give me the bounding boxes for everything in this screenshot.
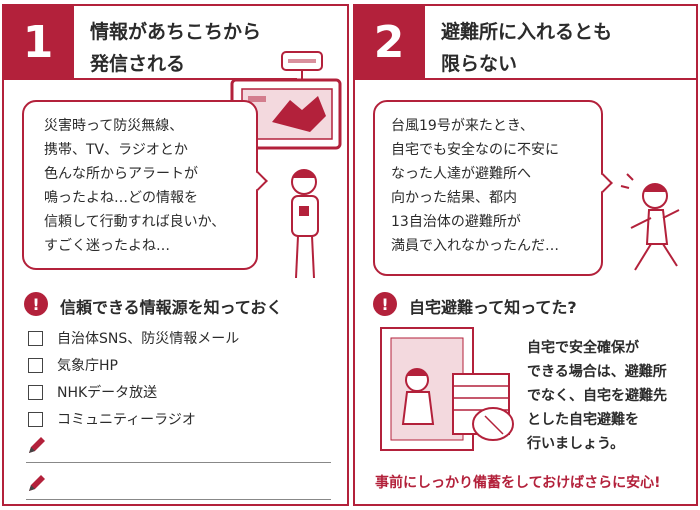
pencil-icon xyxy=(29,437,45,453)
title-line: 限らない xyxy=(441,53,518,75)
panel-title: 避難所に入れるとも 限らない xyxy=(441,16,671,80)
panel-title: 情報があちこちから 発信される xyxy=(90,16,320,80)
checklist-item[interactable]: 気象庁HP xyxy=(28,355,118,375)
checklist-label: 自治体SNS、防災情報メール xyxy=(57,331,240,347)
description-line: でなく、自宅を避難先 xyxy=(527,388,667,404)
home-shelter-illustration xyxy=(380,327,514,451)
bubble-line: 災害時って防災無線、 xyxy=(44,118,184,134)
bubble-line: 台風19号が来たとき、 xyxy=(391,118,534,134)
write-in-line[interactable] xyxy=(26,499,331,500)
bubble-tail xyxy=(593,173,613,193)
bubble-tail xyxy=(248,171,268,191)
checklist-label: コミュニティーラジオ xyxy=(57,412,196,428)
bubble-line: 自宅でも安全なのに不安に xyxy=(391,142,559,158)
write-in-line[interactable] xyxy=(26,462,331,463)
panel-number: 2 xyxy=(353,4,425,80)
bubble-line: 色んな所からアラートが xyxy=(44,166,198,182)
section-heading: 信頼できる情報源を知っておく xyxy=(60,298,283,317)
bubble-line: 携帯、TV、ラジオとか xyxy=(44,142,188,158)
person-illustration xyxy=(291,169,319,279)
checklist-label: NHKデータ放送 xyxy=(57,385,158,401)
panel-number: 1 xyxy=(2,4,74,80)
bubble-line: 鳴ったよね…どの情報を xyxy=(44,190,198,206)
title-line: 避難所に入れるとも xyxy=(441,21,613,43)
speech-bubble: 災害時って防災無線、 携帯、TV、ラジオとか 色んな所からアラートが 鳴ったよね… xyxy=(22,100,268,270)
checkbox[interactable] xyxy=(28,384,43,400)
description-line: できる場合は、避難所 xyxy=(527,364,667,380)
bubble-line: 13自治体の避難所が xyxy=(391,214,521,230)
tv-illustration xyxy=(230,51,342,150)
checklist-item[interactable]: コミュニティーラジオ xyxy=(28,409,196,429)
panel-2: 2 避難所に入れるとも 限らない 台風19号が来たとき、 自宅でも安全なのに不安… xyxy=(353,4,698,506)
panel-1: 1 情報があちこちから 発信される 災害時って防災無線、 携帯、TV、ラジオとか… xyxy=(2,4,349,506)
running-person-illustration xyxy=(620,173,680,271)
checkbox[interactable] xyxy=(28,411,43,427)
description: 自宅で安全確保が できる場合は、避難所 でなく、自宅を避難先 とした自宅避難を … xyxy=(527,336,687,456)
pencil-icon xyxy=(29,475,45,491)
exclamation-icon: ! xyxy=(24,292,48,316)
bubble-line: すごく迷ったよね… xyxy=(44,238,170,254)
checkbox[interactable] xyxy=(28,330,43,346)
description-line: 自宅で安全確保が xyxy=(527,340,639,356)
divider xyxy=(74,78,297,80)
speech-bubble: 台風19号が来たとき、 自宅でも安全なのに不安に なった人達が避難所へ 向かった… xyxy=(373,100,613,276)
bubble-line: 満員で入れなかったんだ… xyxy=(391,238,559,254)
bubble-line: 向かった結果、都内 xyxy=(391,190,517,206)
title-line: 情報があちこちから xyxy=(90,21,262,43)
checkbox[interactable] xyxy=(28,357,43,373)
footer-note: 事前にしっかり備蓄をしておけばさらに安心! xyxy=(375,475,661,491)
title-line: 発信される xyxy=(90,53,186,75)
checklist-item[interactable]: NHKデータ放送 xyxy=(28,382,157,402)
checklist-item[interactable]: 自治体SNS、防災情報メール xyxy=(28,328,239,348)
bubble-line: なった人達が避難所へ xyxy=(391,166,531,182)
description-line: 行いましょう。 xyxy=(527,436,625,452)
exclamation-icon: ! xyxy=(373,292,397,316)
section-heading: 自宅避難って知ってた? xyxy=(409,298,577,317)
checklist-label: 気象庁HP xyxy=(57,358,118,374)
divider xyxy=(425,78,698,80)
description-line: とした自宅避難を xyxy=(527,412,639,428)
bubble-line: 信頼して行動すれば良いか、 xyxy=(44,214,226,230)
